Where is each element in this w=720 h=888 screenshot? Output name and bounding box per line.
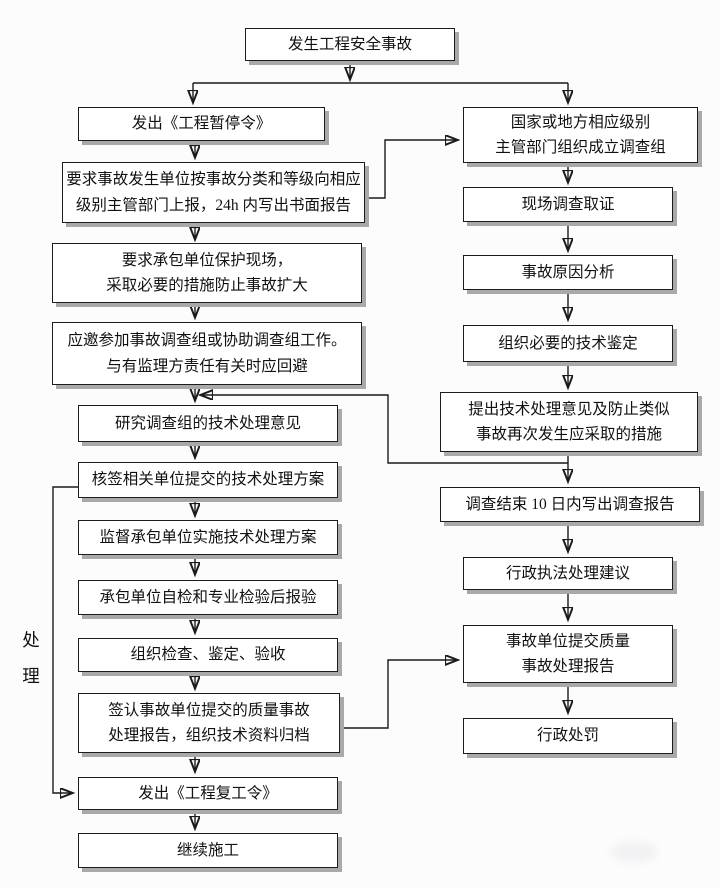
node-report-within-24h: 要求事故发生单位按事故分类和等级向相应 级别主管部门上报，24h 内写出书面报告 (62, 162, 365, 223)
watermark-smudge (610, 841, 658, 863)
node-issue-resume-work-order: 发出《工程复工令》 (78, 777, 338, 810)
node-continue-construction: 继续施工 (78, 833, 338, 868)
node-unit-submits-quality-report: 事故单位提交质量 事故处理报告 (463, 625, 673, 683)
node-site-investigation: 现场调查取证 (463, 187, 673, 222)
node-administrative-enforcement-suggestion: 行政执法处理建议 (463, 557, 673, 590)
node-join-investigation-team: 应邀参加事故调查组或协助调查组工作。 与有监理方责任有关时应回避 (52, 322, 362, 385)
node-administrative-penalty: 行政处罚 (463, 718, 673, 754)
node-countersign-technical-plan: 核签相关单位提交的技术处理方案 (78, 462, 338, 498)
node-organize-inspection-acceptance: 组织检查、鉴定、验收 (78, 638, 338, 672)
node-authority-forms-investigation-team: 国家或地方相应级别 主管部门组织成立调查组 (463, 107, 698, 163)
node-cause-analysis: 事故原因分析 (463, 255, 673, 290)
node-technical-appraisal: 组织必要的技术鉴定 (463, 325, 673, 362)
node-propose-technical-opinions: 提出技术处理意见及防止类似 事故再次发生应采取的措施 (440, 392, 698, 452)
node-study-technical-opinions: 研究调查组的技术处理意见 (78, 405, 338, 442)
node-investigation-report-10-days: 调查结束 10 日内写出调查报告 (440, 487, 700, 522)
process-side-label: 处理 (22, 630, 40, 686)
node-issue-suspension-order: 发出《工程暂停令》 (78, 107, 325, 141)
node-supervise-plan-implementation: 监督承包单位实施技术处理方案 (78, 520, 338, 555)
node-protect-site: 要求承包单位保护现场， 采取必要的措施防止事故扩大 (52, 243, 362, 303)
node-accident-occurs: 发生工程安全事故 (245, 28, 455, 61)
node-contractor-self-inspection: 承包单位自检和专业检验后报验 (78, 580, 338, 615)
node-sign-accident-report-archive: 签认事故单位提交的质量事故 处理报告，组织技术资料归档 (78, 693, 340, 753)
